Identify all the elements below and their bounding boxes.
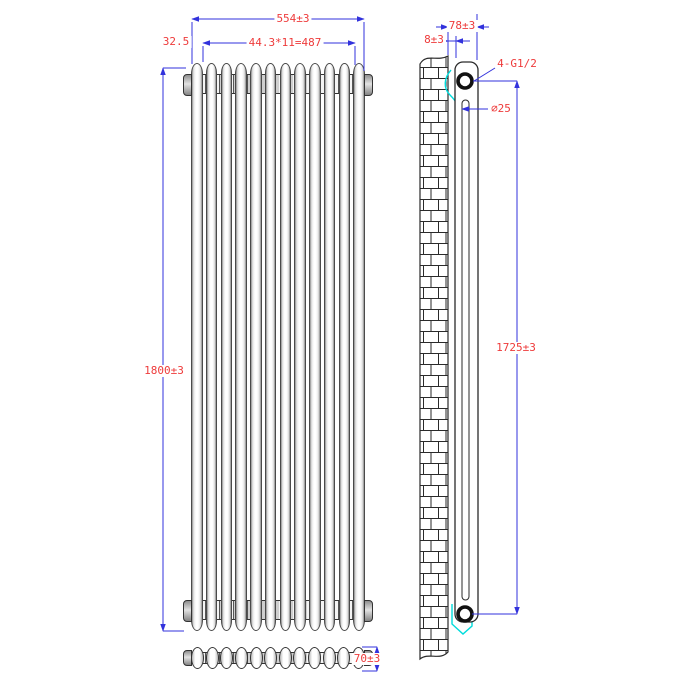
plan-column-section xyxy=(264,647,278,669)
bracket-highlight-top xyxy=(444,69,460,114)
plan-column-section xyxy=(293,647,307,669)
plan-header-tube xyxy=(191,652,365,664)
front-view xyxy=(183,63,373,631)
radiator-column xyxy=(264,63,277,631)
plan-column-section xyxy=(191,647,204,669)
dim-depth: 70±3 xyxy=(351,652,383,665)
radiator-column xyxy=(235,63,247,631)
radiator-column xyxy=(250,63,262,631)
radiator-column xyxy=(279,63,292,631)
end-plug-bottom-left xyxy=(183,600,192,622)
side-view xyxy=(419,54,479,661)
side-column-slot xyxy=(461,99,470,601)
plan-column-section xyxy=(220,647,234,669)
radiator-column xyxy=(338,63,351,631)
plan-column-section xyxy=(278,647,292,669)
bracket-highlight-bottom xyxy=(451,604,473,635)
radiator-column xyxy=(294,63,306,631)
radiator-column xyxy=(323,63,336,631)
plan-column-section xyxy=(322,647,336,669)
dim-connection-thread: 4-G1/2 xyxy=(497,57,537,70)
dim-total-depth: 78±3 xyxy=(446,19,478,32)
radiator-column xyxy=(191,63,203,631)
side-column xyxy=(454,61,479,623)
radiator-column xyxy=(205,63,218,631)
radiator-column xyxy=(309,63,321,631)
plan-column-section xyxy=(249,647,263,669)
pipe-connection-top xyxy=(456,72,474,90)
radiator-column xyxy=(353,63,365,631)
radiator-columns xyxy=(191,63,365,631)
dim-wall-gap: 8±3 xyxy=(422,33,446,46)
end-plug-top-left xyxy=(183,74,192,96)
top-header-tube xyxy=(191,74,365,94)
plan-end-plug-left xyxy=(183,650,192,666)
plan-column-section xyxy=(205,647,219,669)
plan-column-section xyxy=(337,647,351,669)
radiator-column xyxy=(220,63,233,631)
end-plug-bottom-right xyxy=(364,600,373,622)
top-view xyxy=(183,647,373,669)
plan-column-sections xyxy=(191,647,365,669)
end-plug-top-right xyxy=(364,74,373,96)
dim-overall-width: 554±3 xyxy=(274,12,312,25)
pipe-connection-bottom xyxy=(456,605,474,623)
bottom-header-tube xyxy=(191,600,365,620)
plan-column-section xyxy=(308,647,321,669)
dim-end-offset: 32.5 xyxy=(160,35,192,48)
dim-connection-centers: 1725±3 xyxy=(494,341,538,354)
dim-column-pitch: 44.3*11=487 xyxy=(246,36,324,49)
plan-column-section xyxy=(234,647,248,669)
brick-wall xyxy=(419,54,449,661)
dim-overall-height: 1800±3 xyxy=(142,364,186,377)
dim-column-diameter: ∅25 xyxy=(491,102,511,115)
